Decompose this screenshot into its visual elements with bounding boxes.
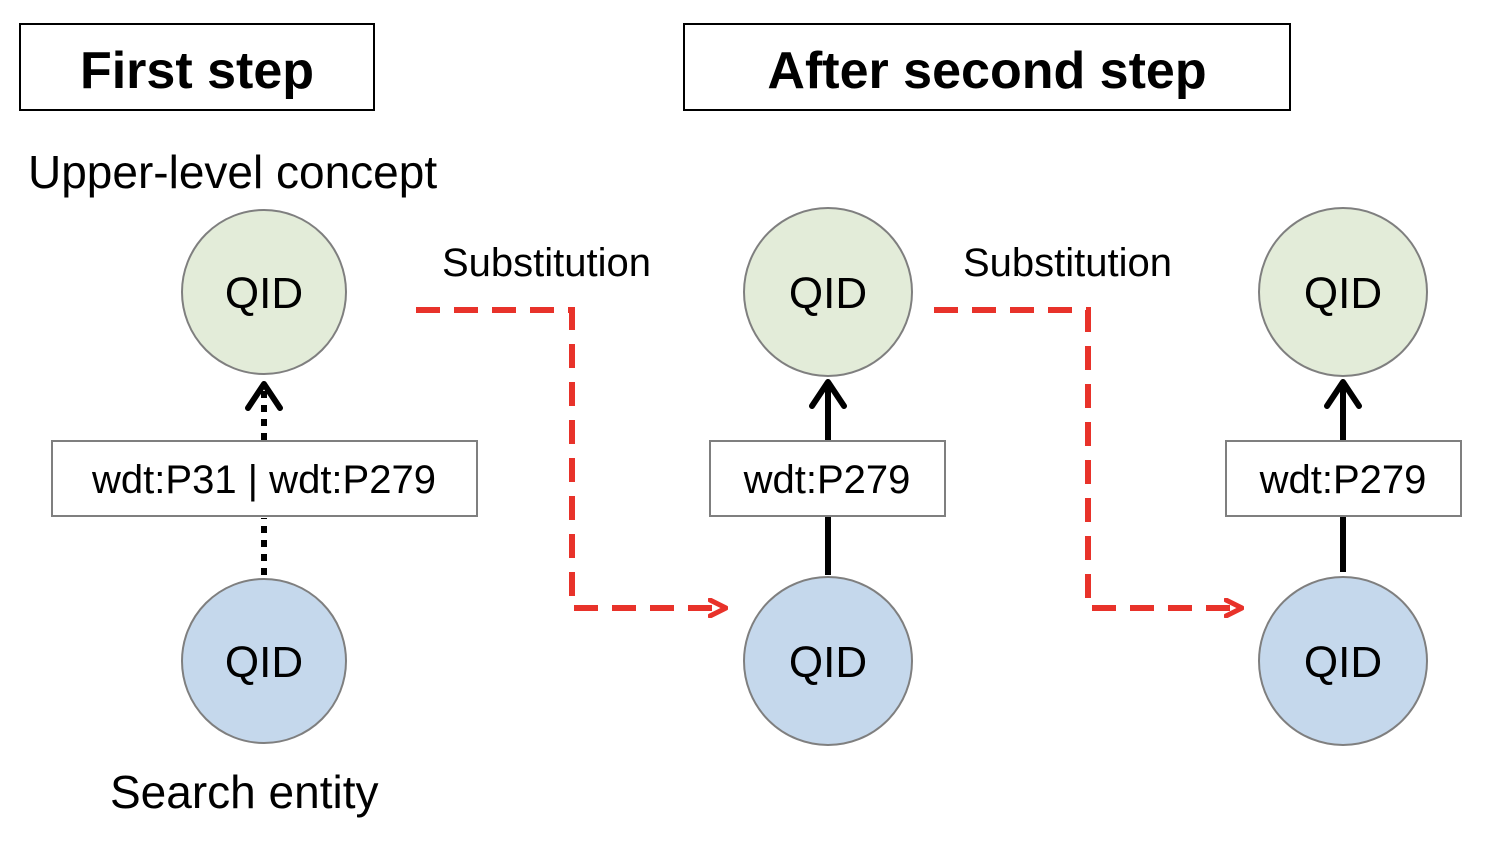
relation-label-box-1: wdt:P31 | wdt:P279 bbox=[51, 440, 478, 517]
search-node-3-label: QID bbox=[1304, 638, 1382, 687]
upper-node-2: QID bbox=[743, 207, 913, 377]
relation-label-3: wdt:P279 bbox=[1259, 458, 1427, 502]
search-node-2-label: QID bbox=[789, 638, 867, 687]
substitution-label-1: Substitution bbox=[442, 241, 651, 285]
relation-label-box-2: wdt:P279 bbox=[709, 440, 946, 517]
heading-first-step-label: First step bbox=[80, 42, 314, 100]
upper-node-1: QID bbox=[181, 209, 347, 375]
relation-label-box-3: wdt:P279 bbox=[1225, 440, 1462, 517]
upper-node-3: QID bbox=[1258, 207, 1428, 377]
relation-arrow-1 bbox=[245, 381, 283, 575]
search-entity-caption: Search entity bbox=[110, 766, 378, 818]
search-node-1: QID bbox=[181, 578, 347, 744]
relation-arrow-2 bbox=[809, 379, 847, 575]
search-node-1-label: QID bbox=[225, 638, 303, 687]
upper-node-2-label: QID bbox=[789, 269, 867, 318]
upper-node-3-label: QID bbox=[1304, 269, 1382, 318]
search-node-2: QID bbox=[743, 576, 913, 746]
substitution-arrow-1 bbox=[416, 307, 726, 608]
upper-level-concept-caption: Upper-level concept bbox=[28, 146, 437, 198]
substitution-arrow-2 bbox=[934, 307, 1242, 608]
search-node-3: QID bbox=[1258, 576, 1428, 746]
relation-arrow-3 bbox=[1324, 379, 1362, 572]
substitution-label-2: Substitution bbox=[963, 241, 1172, 285]
heading-first-step: First step bbox=[19, 23, 375, 111]
upper-node-1-label: QID bbox=[225, 269, 303, 318]
relation-label-2: wdt:P279 bbox=[743, 458, 911, 502]
heading-after-second-step: After second step bbox=[683, 23, 1291, 111]
relation-label-1: wdt:P31 | wdt:P279 bbox=[91, 458, 436, 502]
heading-after-second-step-label: After second step bbox=[767, 42, 1206, 100]
